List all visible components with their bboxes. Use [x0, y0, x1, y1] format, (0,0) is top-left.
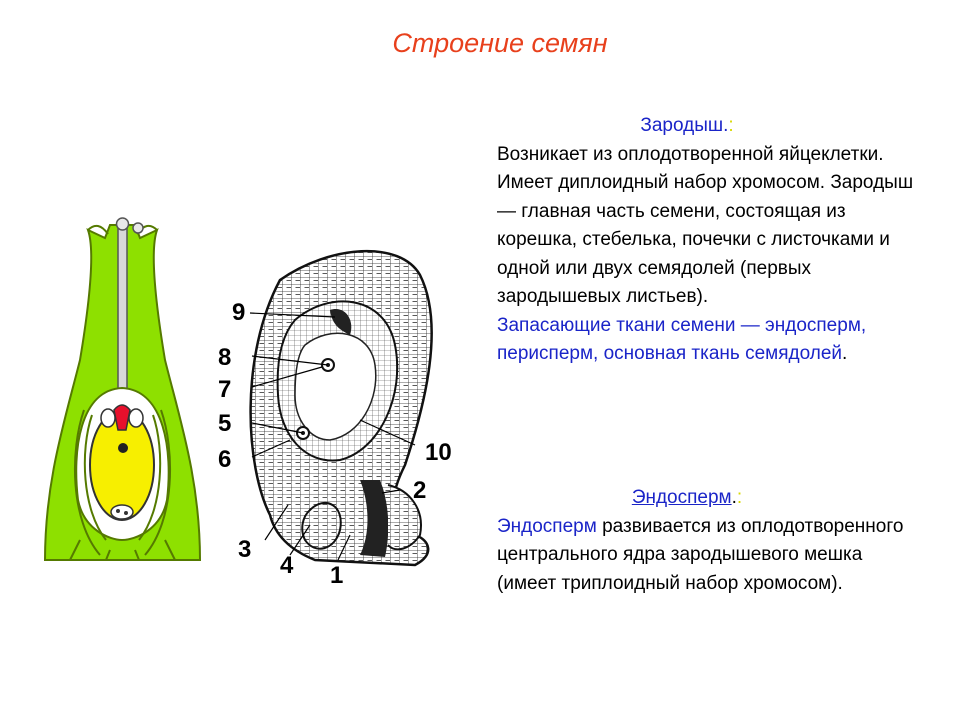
storage-tissues-blue: Запасающие ткани семени — эндосперм, пер…	[497, 314, 867, 365]
label-5: 5	[218, 410, 231, 437]
label-7: 7	[218, 376, 231, 403]
label-4: 4	[280, 552, 294, 579]
leader-lines	[249, 312, 416, 561]
synergid	[128, 408, 144, 428]
endosperm-section: Эндосперм.: Эндосперм развивается из опл…	[497, 484, 917, 598]
storage-tissues-end: .	[842, 343, 848, 364]
label-10: 10	[425, 439, 452, 466]
chalaza-dark	[330, 309, 352, 335]
label-1: 1	[330, 562, 343, 589]
endosperm-description-text: развивается из оплодотворенного централь…	[497, 515, 904, 594]
ovule-diagram	[40, 210, 205, 570]
label-2: 2	[413, 477, 426, 504]
endosperm-heading-colon: :	[736, 487, 743, 508]
seed-section-diagram: 9 8 7 5 6 10 2 3 4 1	[218, 250, 452, 589]
label-6: 6	[218, 446, 231, 473]
endosperm-heading: Эндосперм.:	[497, 484, 917, 513]
label-9: 9	[232, 299, 245, 326]
funiculus	[69, 539, 176, 561]
pollen-grain	[132, 222, 144, 234]
integument-outer	[73, 409, 172, 556]
embryo-heading-colon: :	[728, 115, 734, 136]
egg-cell	[113, 404, 131, 431]
pollen-tube	[117, 224, 128, 396]
embryo-sac-inner	[294, 332, 377, 441]
stalk	[360, 480, 389, 557]
endosperm-heading-link[interactable]: Эндосперм	[631, 487, 732, 508]
stalk-outer	[387, 484, 422, 551]
integument-inner	[83, 414, 162, 541]
label-3: 3	[238, 536, 251, 563]
endosperm-lead: Эндосперм	[497, 515, 597, 537]
label-8: 8	[218, 344, 231, 371]
embryo-section: Зародыш.: Возникает из оплодотворенной я…	[497, 112, 917, 369]
micropyle-lobe	[301, 501, 342, 550]
endosperm-description: Эндосперм развивается из оплодотворенног…	[497, 513, 917, 599]
pollen-grain	[115, 217, 130, 231]
antipodal-cells	[110, 504, 134, 520]
storage-tissues-text: Запасающие ткани семени — эндосперм, пер…	[497, 312, 917, 369]
embryo-heading: Зародыш.:	[497, 112, 917, 141]
embryo-heading-text: Зародыш.	[640, 115, 729, 136]
synergid	[100, 408, 116, 428]
endosperm-heading-dot: .	[731, 487, 737, 508]
slide-title: Строение семян	[392, 28, 608, 58]
embryo-description: Возникает из оплодотворенной яйцеклетки.…	[497, 143, 914, 308]
central-nucleus	[118, 443, 128, 453]
